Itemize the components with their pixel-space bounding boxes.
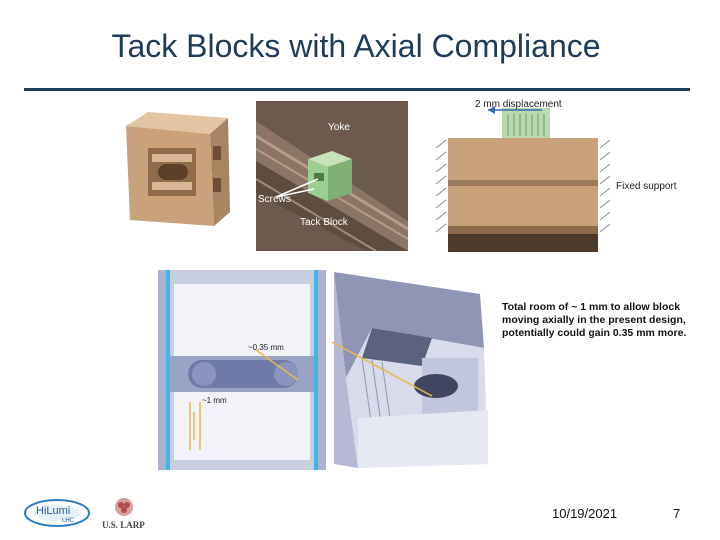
label-gap-large: ~1 mm: [202, 396, 227, 405]
page-number: 7: [673, 506, 681, 521]
slide-date: 10/19/2021: [552, 506, 618, 521]
tack-block-image: [126, 112, 230, 226]
larp-logo: U.S. LARP: [102, 498, 145, 530]
label-displacement: 2 mm displacement: [475, 99, 562, 110]
larp-logo-text: U.S. LARP: [102, 520, 145, 530]
label-tack-block: Tack Block: [300, 217, 348, 228]
section-iso-image: [332, 268, 494, 474]
hilumi-logo: HiLumi LHC: [24, 499, 90, 527]
label-screws: Screws: [258, 194, 291, 205]
label-gap-small: ~0.35 mm: [248, 343, 284, 352]
yoke-assembly-image: [256, 101, 408, 251]
slide-title: Tack Blocks with Axial Compliance: [111, 28, 601, 64]
design-note: Total room of ~ 1 mm to allow block movi…: [502, 301, 687, 339]
hilumi-logo-subtext: LHC: [62, 518, 75, 524]
section-front-image: [158, 270, 326, 470]
fea-model-image: [435, 106, 611, 252]
hilumi-logo-text: HiLumi: [36, 505, 70, 517]
label-yoke: Yoke: [328, 122, 350, 133]
label-fixed-support: Fixed support: [616, 181, 677, 192]
title-divider: [24, 88, 690, 91]
